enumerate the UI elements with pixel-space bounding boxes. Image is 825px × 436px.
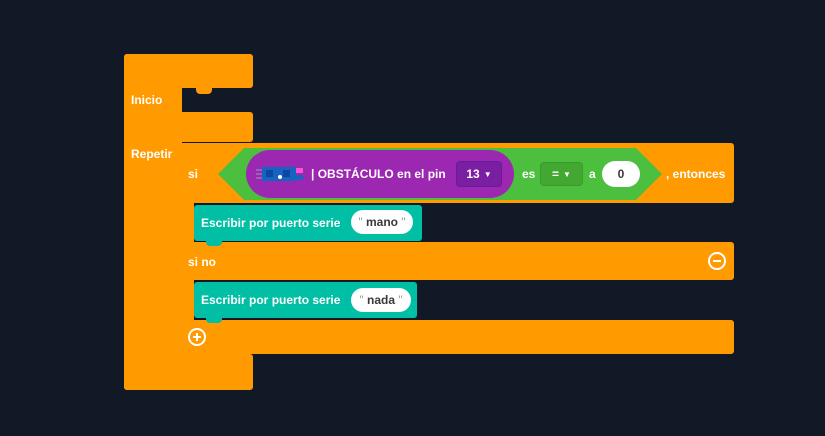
setup-section-bottom [124,112,253,142]
operator-dropdown[interactable]: =▼ [540,162,583,186]
setup-label: Inicio [131,93,163,107]
then-label: , entonces [666,167,726,181]
main-block-spine [124,54,182,390]
to-label: a [589,167,596,181]
serial-else-text-value: nada [366,293,395,307]
is-label: es [522,167,536,181]
compare-value-input[interactable]: 0 [602,161,640,187]
serial-then-text-value: mano [365,215,398,229]
chevron-down-icon: ▼ [483,169,492,179]
minus-circle-icon[interactable] [708,252,726,270]
if-bottom-bar [182,320,734,354]
plus-circle-icon[interactable] [188,328,206,346]
serial-then-label: Escribir por puerto serie [201,216,341,230]
serial-else-label: Escribir por puerto serie [201,293,341,307]
serial-else-notch [206,318,222,323]
pin-dropdown[interactable]: 13▼ [456,161,502,187]
setup-section-bar [124,54,253,88]
else-label: si no [188,255,217,269]
else-bar [182,242,734,280]
serial-then-text-input[interactable]: " mano " [351,210,413,234]
loop-label: Repetir [131,147,173,161]
setup-slot-notch [196,88,212,94]
setup-empty-slot [182,88,253,112]
serial-then-notch [206,241,222,246]
if-label: si [188,167,199,181]
pin-value: 13 [466,167,480,181]
operator-value: = [552,167,560,181]
sensor-label: | OBSTÁCULO en el pin [311,167,446,181]
obstacle-sensor-icon [256,165,306,183]
loop-section-bottom [124,354,253,390]
compare-value-text: 0 [617,167,625,181]
chevron-down-icon: ▼ [563,169,571,179]
serial-else-text-input[interactable]: " nada " [351,288,411,312]
